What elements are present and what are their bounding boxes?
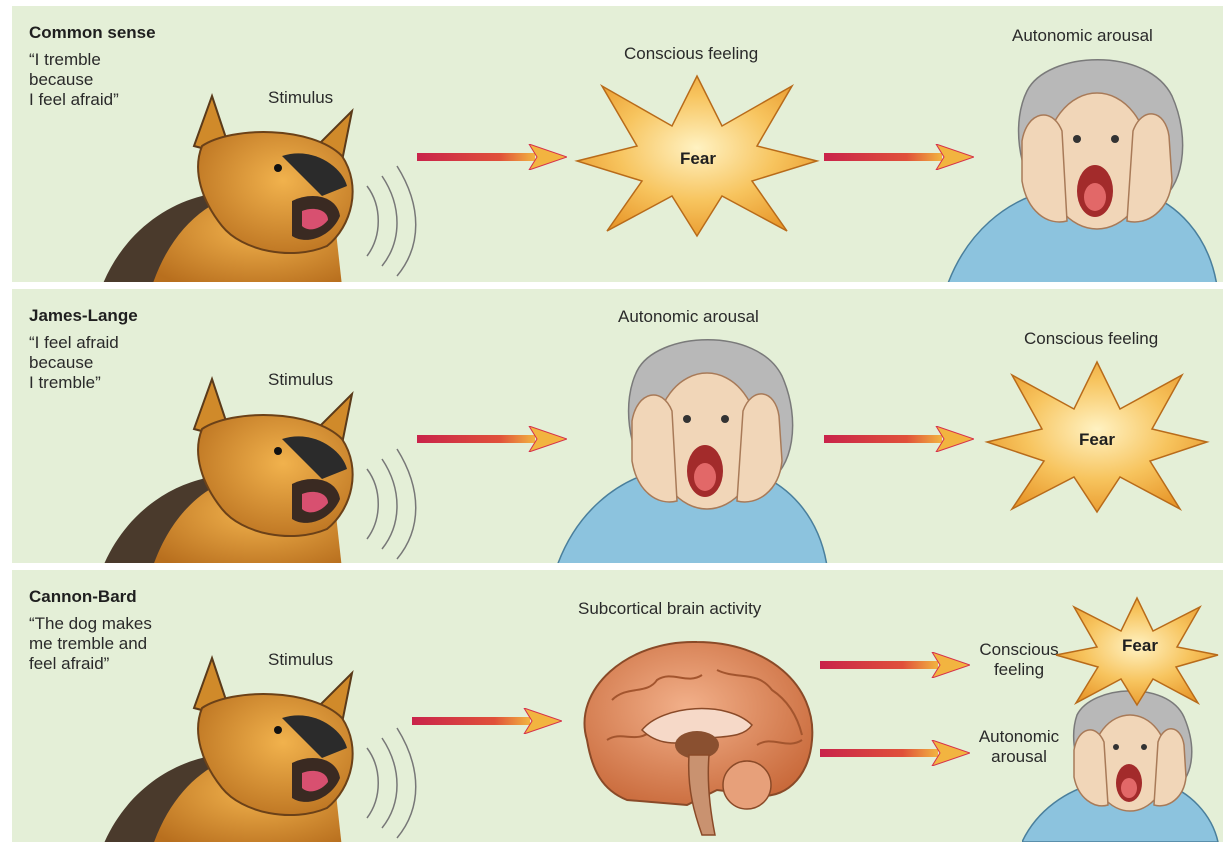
arrow-icon [412, 708, 562, 734]
stimulus-label: Stimulus [268, 370, 333, 390]
arrow-icon [824, 426, 974, 452]
stimulus-label: Stimulus [268, 88, 333, 108]
fear-star-icon: Fear [572, 71, 822, 241]
screaming-person-icon [1022, 685, 1222, 842]
panel-cannon-bard: Cannon-Bard “The dog makes me tremble an… [12, 570, 1223, 842]
arrow-icon [820, 652, 970, 678]
autonomic-arousal-label: Autonomic arousal [1012, 26, 1153, 46]
theory-title: Common sense [29, 23, 156, 43]
arrow-icon [417, 144, 567, 170]
theory-title: James-Lange [29, 306, 138, 326]
panel-common-sense: Common sense “I tremble because I feel a… [12, 6, 1223, 282]
fear-star-icon: Fear [982, 357, 1212, 517]
fear-text: Fear [1122, 636, 1158, 655]
dog-stimulus-icon [82, 369, 422, 563]
subcortical-brain-activity-label: Subcortical brain activity [578, 599, 761, 619]
screaming-person-icon [947, 51, 1217, 282]
screaming-person-icon [557, 331, 837, 563]
brain-icon [567, 630, 822, 840]
conscious-feeling-label: Conscious feeling [1024, 329, 1158, 349]
dog-stimulus-icon [82, 86, 422, 282]
dog-stimulus-icon [82, 648, 422, 842]
arrow-icon [417, 426, 567, 452]
theory-title: Cannon-Bard [29, 587, 137, 607]
fear-star-icon: Fear [1052, 595, 1222, 707]
stimulus-label: Stimulus [268, 650, 333, 670]
fear-text: Fear [1079, 430, 1115, 449]
conscious-feeling-label: Conscious feeling [624, 44, 758, 64]
panel-james-lange: James-Lange “I feel afraid because I tre… [12, 289, 1223, 563]
fear-text: Fear [680, 149, 716, 168]
arrow-icon [820, 740, 970, 766]
autonomic-arousal-label: Autonomic arousal [618, 307, 759, 327]
